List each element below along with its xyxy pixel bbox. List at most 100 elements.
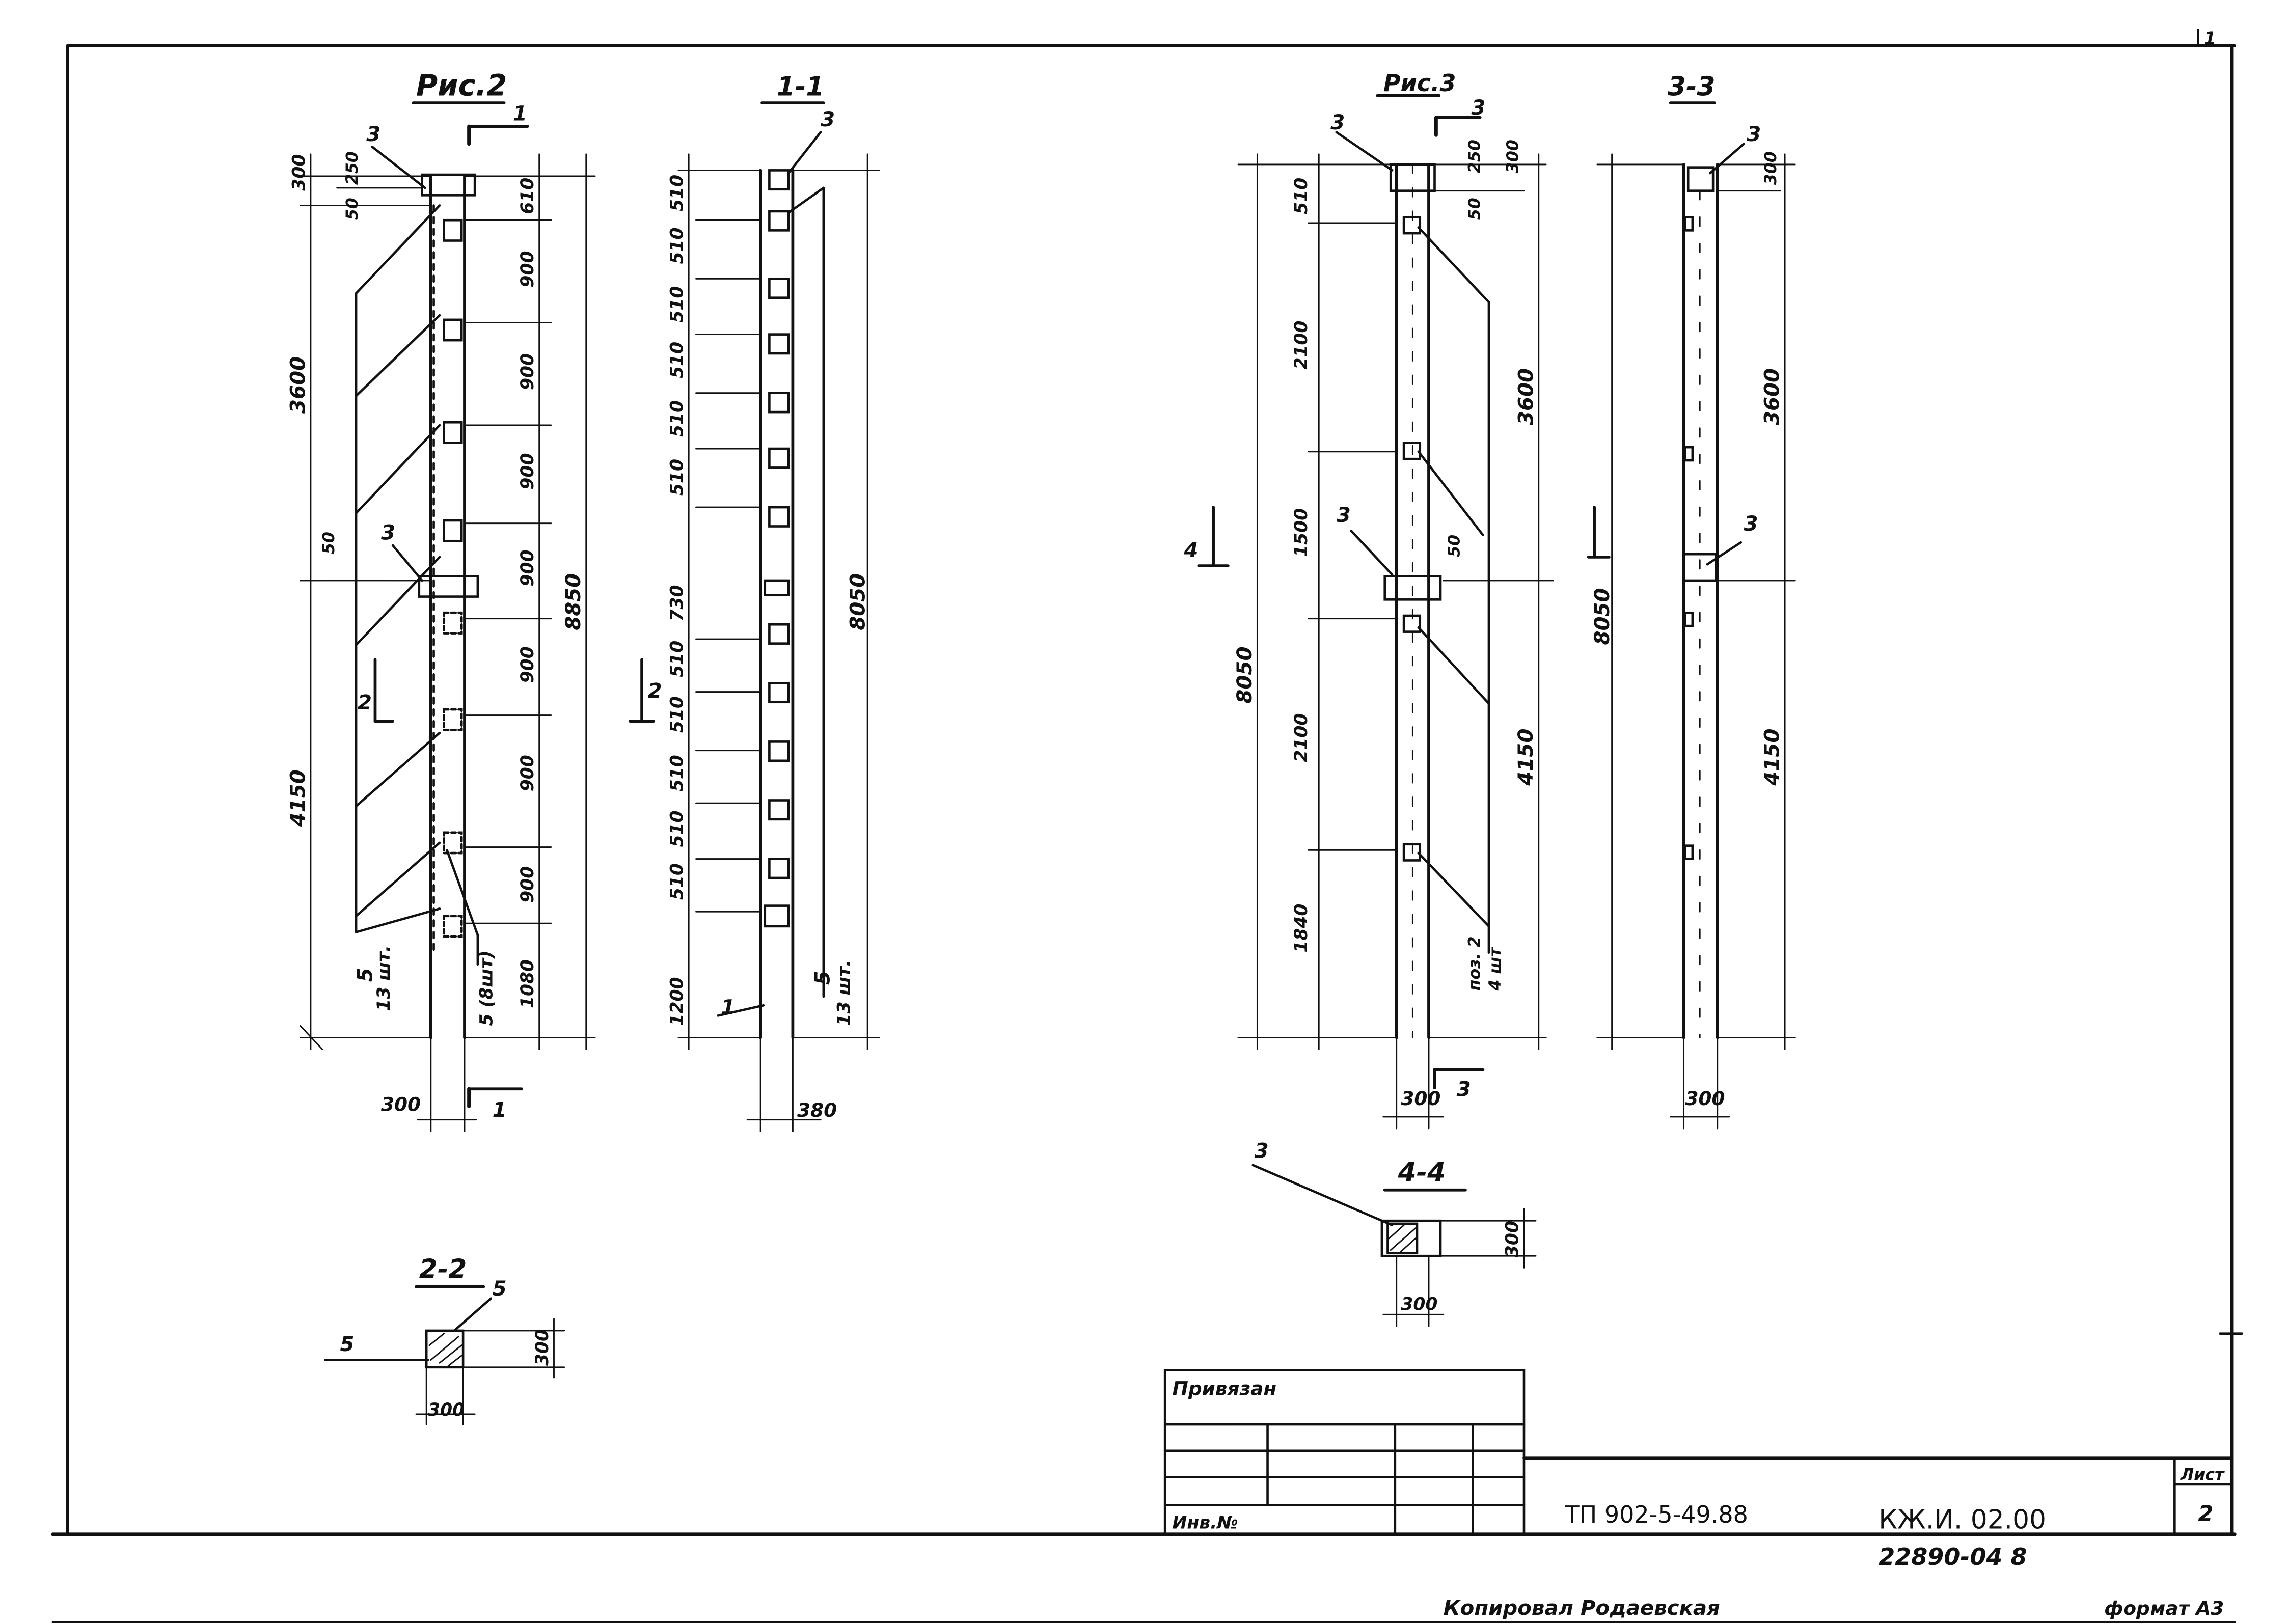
title-block xyxy=(1163,1369,2234,1536)
fig2-elevation xyxy=(300,101,596,1133)
section-2-2-dim-height: 300 xyxy=(532,1329,553,1366)
section-1-1-dim-510-3: 510 xyxy=(667,286,688,323)
fig3-dim-50-mid: 50 xyxy=(1445,535,1463,557)
fig2-dim-4150: 4150 xyxy=(286,769,310,827)
section-4-4-callout-3: 3 xyxy=(1255,1139,1269,1163)
fig2-dim-610: 610 xyxy=(518,178,538,214)
fig3-dim-300: 300 xyxy=(1504,140,1522,173)
fig2-dim-900-3: 900 xyxy=(518,453,538,490)
fig2-dim-900-2: 900 xyxy=(518,353,538,390)
fig2-dim-900-7: 900 xyxy=(518,866,538,903)
fig3-title: Рис.3 xyxy=(1383,69,1456,97)
fig2-dim-1080: 1080 xyxy=(518,959,538,1008)
section-2-2-title: 2-2 xyxy=(419,1254,467,1284)
section-1-1-dim-1200: 1200 xyxy=(667,977,688,1026)
section-1-1-dim-510-6: 510 xyxy=(667,459,688,496)
fig3-dim-4150: 4150 xyxy=(1514,729,1538,786)
section-1-1-callout-3: 3 xyxy=(821,108,835,131)
inventory-code: 22890-04 8 xyxy=(1879,1543,2027,1571)
section-2-2-callout-5-left: 5 xyxy=(340,1333,354,1356)
sheet-number: 2 xyxy=(2198,1501,2213,1527)
section-3-3-title: 3-3 xyxy=(1668,72,1716,102)
section-3-3-dim-300: 300 xyxy=(1762,151,1780,185)
fig2-dim-900-4: 900 xyxy=(518,549,538,586)
fig2-callout-3-mid: 3 xyxy=(381,521,395,544)
fig2-dim-250: 250 xyxy=(343,151,362,185)
fig3-dim-3600: 3600 xyxy=(1514,368,1538,425)
fig2-callout-5: 5 xyxy=(354,968,377,982)
fig2-section-mark-bottom: 1 xyxy=(493,1098,507,1122)
section-1-1-dim-510-11: 510 xyxy=(667,863,688,900)
section-1-1-dim-510-8: 510 xyxy=(667,696,688,733)
fig3-dim-2100-2: 2100 xyxy=(1291,713,1312,762)
section-1-1 xyxy=(629,101,880,1133)
section-1-1-dim-510-9: 510 xyxy=(667,755,688,791)
fig3-callout-pos: поз. 2 xyxy=(1466,937,1484,991)
section-1-1-dim-510-2: 510 xyxy=(667,227,688,264)
sheet-corner-mark: 1 xyxy=(2204,29,2216,49)
attached-label: Привязан xyxy=(1173,1378,1277,1400)
section-1-1-callout-5-qty: 13 шт. xyxy=(834,960,855,1026)
section-4-4-dim-height: 300 xyxy=(1502,1221,1522,1257)
fig3-dim-1840: 1840 xyxy=(1291,904,1312,953)
section-1-1-dim-width: 380 xyxy=(797,1099,837,1121)
fig2-dim-width: 300 xyxy=(381,1093,421,1115)
fig2-dim-8850: 8850 xyxy=(562,573,585,630)
fig3-dim-510: 510 xyxy=(1291,178,1312,214)
section-1-1-callout-5: 5 xyxy=(811,971,834,985)
fig2-section-mark-side: 2 xyxy=(358,691,372,714)
fig2-dim-3600: 3600 xyxy=(286,356,310,414)
fig3-dim-8050: 8050 xyxy=(1233,647,1257,704)
fig3-dim-1500: 1500 xyxy=(1291,508,1312,557)
section-4-4-dim-width: 300 xyxy=(1401,1295,1437,1315)
section-4-4 xyxy=(1251,1164,1537,1327)
section-2-2 xyxy=(324,1285,565,1425)
fig2-dim-900-5: 900 xyxy=(518,646,538,683)
fig2-dim-900-1: 900 xyxy=(518,251,538,287)
section-1-1-section-mark: 2 xyxy=(648,679,662,703)
section-1-1-callout-1: 1 xyxy=(721,996,735,1020)
section-3-3-dim-4150: 4150 xyxy=(1761,729,1784,786)
fig2-callout-5b: 5 (8шт) xyxy=(477,950,497,1026)
fig2-section-mark: 1 xyxy=(513,102,527,126)
fig3-elevation xyxy=(1197,94,1554,1130)
format-label: формат А3 xyxy=(2104,1597,2224,1619)
section-1-1-dim-510-1: 510 xyxy=(667,175,688,211)
section-2-2-dim-width: 300 xyxy=(428,1400,465,1420)
section-1-1-title: 1-1 xyxy=(777,72,825,102)
fig3-dim-2100-1: 2100 xyxy=(1291,321,1312,370)
copied-by: Копировал Родаевская xyxy=(1444,1597,1720,1620)
project-code: ТП 902-5-49.88 xyxy=(1565,1501,1748,1528)
fig2-callout-3-top: 3 xyxy=(366,123,380,146)
fig2-title: Рис.2 xyxy=(416,69,507,103)
section-1-1-dim-510-4: 510 xyxy=(667,342,688,378)
section-1-1-dim-8050: 8050 xyxy=(846,573,869,630)
fig2-dim-50-mid: 50 xyxy=(320,532,338,554)
section-3-3-dim-3600: 3600 xyxy=(1761,368,1784,425)
section-1-1-dim-510-10: 510 xyxy=(667,810,688,847)
section-3-3-callout-3-top: 3 xyxy=(1747,123,1761,146)
fig3-dim-50-top: 50 xyxy=(1466,198,1484,220)
section-3-3-dim-width: 300 xyxy=(1685,1087,1725,1110)
fig3-dim-250: 250 xyxy=(1466,140,1484,173)
fig2-dim-900-6: 900 xyxy=(518,755,538,791)
section-1-1-dim-510-7: 510 xyxy=(667,641,688,677)
section-4-4-title: 4-4 xyxy=(1398,1157,1446,1188)
fig3-callout-pos-qty: 4 шт xyxy=(1486,947,1505,992)
fig3-callout-3-mid: 3 xyxy=(1337,504,1351,527)
section-3-3 xyxy=(1587,101,1796,1130)
fig3-section-mark: 3 xyxy=(1471,96,1485,120)
fig2-dim-300-top: 300 xyxy=(289,154,309,191)
document-code: КЖ.И. 02.00 xyxy=(1879,1504,2046,1535)
section-1-1-dim-510-5: 510 xyxy=(667,400,688,437)
fig3-dim-width: 300 xyxy=(1401,1087,1440,1110)
section-3-3-callout-3-mid: 3 xyxy=(1744,512,1758,536)
fig3-callout-3-top: 3 xyxy=(1330,111,1345,134)
section-1-1-dim-730: 730 xyxy=(667,585,688,621)
sheet-frame xyxy=(51,28,2243,1623)
sheet-label: Лист xyxy=(2180,1466,2225,1484)
section-3-3-dim-8050: 8050 xyxy=(1591,588,1614,645)
section-2-2-callout-5-right: 5 xyxy=(493,1277,507,1301)
fig3-section-mark-side: 4 xyxy=(1184,539,1199,562)
